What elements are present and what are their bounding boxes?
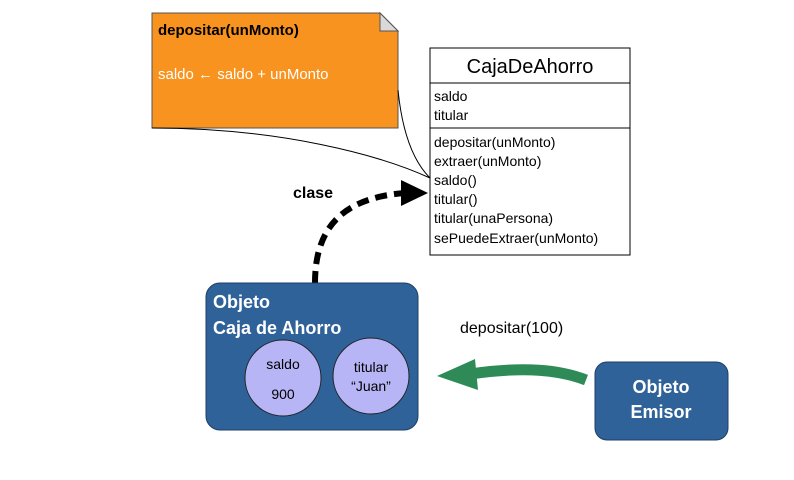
message-label: depositar(100) xyxy=(460,320,563,337)
method-note: depositar(unMonto) saldo ← saldo + unMon… xyxy=(151,11,400,129)
class-relation-arrowhead xyxy=(401,180,428,206)
slot-name: saldo xyxy=(266,356,300,372)
slot-value: “Juan” xyxy=(351,378,391,394)
note-body: saldo ← saldo + unMonto xyxy=(158,66,329,83)
slot-titular xyxy=(332,337,410,415)
class-box: CajaDeAhorro saldo titular depositar(unM… xyxy=(429,47,631,256)
class-method: saldo() xyxy=(434,172,477,188)
relation-label: clase xyxy=(293,185,333,202)
sender-box xyxy=(594,361,729,441)
note-callout-line xyxy=(151,127,431,179)
note-callout-line xyxy=(397,89,431,179)
class-name: CajaDeAhorro xyxy=(467,56,594,78)
object-title-line1: Objeto xyxy=(213,292,270,312)
sender-line2: Emisor xyxy=(630,402,691,422)
class-attribute: titular xyxy=(434,107,469,123)
class-method: sePuedeExtraer(unMonto) xyxy=(434,230,598,246)
class-method: titular() xyxy=(434,191,478,207)
class-method: depositar(unMonto) xyxy=(434,134,555,150)
class-attribute: saldo xyxy=(434,88,468,104)
object-caja-de-ahorro: Objeto Caja de Ahorro saldo 900 titular … xyxy=(205,282,419,431)
message-arrowhead xyxy=(437,359,478,390)
note-box xyxy=(151,12,399,129)
class-method: titular(unaPersona) xyxy=(434,210,553,226)
slot-name: titular xyxy=(354,359,389,375)
class-method: extraer(unMonto) xyxy=(434,153,541,169)
slot-saldo xyxy=(244,339,322,417)
object-title-line2: Caja de Ahorro xyxy=(213,318,341,338)
message-arrow xyxy=(469,364,588,386)
sender-object: Objeto Emisor xyxy=(594,361,729,441)
note-title: depositar(unMonto) xyxy=(158,22,299,39)
note-folded-corner xyxy=(379,11,400,32)
sender-line1: Objeto xyxy=(633,377,690,397)
class-relation-arrow xyxy=(312,190,406,284)
slot-value: 900 xyxy=(271,386,295,402)
